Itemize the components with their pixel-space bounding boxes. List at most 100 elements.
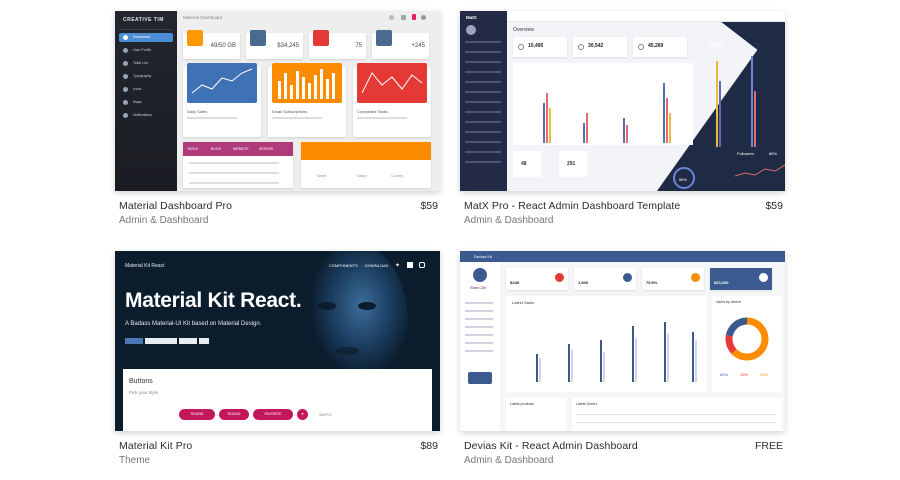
menu-line xyxy=(465,111,501,113)
circle-icon xyxy=(518,44,524,50)
people-icon xyxy=(623,273,632,282)
product-card-material-dashboard-pro[interactable]: CREATIVE TIM Dashboard User Profile Tabl… xyxy=(115,11,440,240)
github-badge xyxy=(179,338,197,344)
product-title[interactable]: Material Kit Pro xyxy=(119,440,193,452)
twitter-icon xyxy=(376,30,392,46)
preview-stat-card: 75.5% xyxy=(642,268,704,290)
product-price: FREE xyxy=(754,440,783,452)
store-icon xyxy=(250,30,266,46)
preview-bars-dark xyxy=(711,51,771,147)
search-icon xyxy=(389,15,394,20)
preview-image[interactable]: CREATIVE TIM Dashboard User Profile Tabl… xyxy=(115,11,440,191)
preview-stat-card: 20,965 xyxy=(708,43,724,49)
preview-brand: CREATIVE TIM xyxy=(123,17,164,23)
product-title[interactable]: Material Dashboard Pro xyxy=(119,200,233,212)
preview-topbar xyxy=(507,11,785,22)
product-title[interactable]: Devias Kit - React Admin Dashboard xyxy=(464,440,638,452)
divider xyxy=(119,29,173,30)
divider xyxy=(576,414,776,415)
preview-favorite-button: FAVORITE xyxy=(253,409,293,420)
circle-icon xyxy=(638,44,644,50)
preview-chart-card: Latest Sales xyxy=(506,296,706,392)
preview-stat-card: 1,600 xyxy=(574,268,636,290)
bubble-icon xyxy=(123,87,128,92)
menu-line xyxy=(465,302,493,304)
preview-followers-panel: Followers 86% xyxy=(735,151,785,187)
product-card-matx-pro[interactable]: MatX Overview 10,495 30,542 4 xyxy=(460,11,785,240)
table-header xyxy=(301,142,431,160)
menu-line xyxy=(465,91,501,93)
text-line xyxy=(357,117,407,119)
menu-line xyxy=(465,310,493,312)
preview-hero-subtitle: A Badass Material-UI Kit based on Materi… xyxy=(125,321,262,327)
product-price: $89 xyxy=(420,440,438,452)
preview-nav-item: Maps xyxy=(119,98,173,107)
panel-subtitle: Pick your style xyxy=(129,390,159,395)
avatar xyxy=(473,268,487,282)
person-icon xyxy=(421,15,426,20)
preview-main: Overview 10,495 30,542 45,269 20,965 xyxy=(507,11,785,191)
github-badge xyxy=(145,338,177,344)
preview-topbar: Devias Kit xyxy=(460,251,785,262)
github-badge xyxy=(199,338,209,344)
menu-line xyxy=(465,81,501,83)
line-chart xyxy=(187,63,257,103)
preview-heading: Overview xyxy=(513,27,534,33)
preview-products-card: Latest products xyxy=(506,398,566,431)
preview-round-button: ROUND xyxy=(219,409,249,420)
menu-line xyxy=(465,61,501,63)
donut-chart xyxy=(725,317,769,361)
menu-line xyxy=(465,342,493,344)
product-title[interactable]: MatX Pro - React Admin Dashboard Templat… xyxy=(464,200,681,212)
preview-buttons-panel: Buttons Pick your style ROUND ROUND FAVO… xyxy=(123,369,432,431)
preview-stat-card: 30,542 xyxy=(573,37,627,57)
preview-nav-link: COMPONENTS xyxy=(329,263,358,268)
preview-sidebar: CREATIVE TIM Dashboard User Profile Tabl… xyxy=(115,11,177,191)
preview-brand: Material Kit React xyxy=(125,263,165,269)
product-price: $59 xyxy=(765,200,783,212)
menu-line xyxy=(465,71,501,73)
facebook-icon xyxy=(407,262,413,268)
heart-icon: ♥ xyxy=(297,409,308,420)
bar-chart xyxy=(536,322,697,382)
text-line xyxy=(189,162,279,164)
preview-image[interactable]: Material Kit React COMPONENTS DOWNLOAD ✦… xyxy=(115,251,440,431)
money-icon xyxy=(555,273,564,282)
progress-icon xyxy=(691,273,700,282)
preview-table-card: Name Salary Country xyxy=(301,142,431,188)
product-card-devias-kit[interactable]: Devias Kit Shen Zhi $24K 1,600 75.5% $23… xyxy=(460,251,785,480)
product-category[interactable]: Theme xyxy=(119,455,151,466)
preview-round-button: ROUND xyxy=(179,409,215,420)
preview-stat-card: $24K xyxy=(506,268,568,290)
person-icon xyxy=(123,48,128,53)
product-category[interactable]: Admin & Dashboard xyxy=(464,215,554,226)
preview-nav-item: Typography xyxy=(119,72,173,81)
menu-line xyxy=(465,350,493,352)
github-badge xyxy=(125,338,143,344)
menu-line xyxy=(465,334,493,336)
product-card-material-kit-pro[interactable]: Material Kit React COMPONENTS DOWNLOAD ✦… xyxy=(115,251,440,480)
preview-nav-item: Notifications xyxy=(119,111,173,120)
product-category[interactable]: Admin & Dashboard xyxy=(119,215,209,226)
info-icon xyxy=(313,30,329,46)
preview-nav-link: DOWNLOAD xyxy=(365,263,389,268)
menu-line xyxy=(465,318,493,320)
menu-line xyxy=(465,326,493,328)
tabs-header: TASKS BUGS WEBSITE SERVER xyxy=(183,142,293,156)
bar-chart xyxy=(543,83,671,143)
card-meta: MatX Pro - React Admin Dashboard Templat… xyxy=(460,200,785,240)
preview-sidebar: Shen Zhi xyxy=(460,262,501,431)
bell-icon xyxy=(123,113,128,118)
card-meta: Material Dashboard Pro Admin & Dashboard… xyxy=(115,200,440,240)
preview-image[interactable]: MatX Overview 10,495 30,542 4 xyxy=(460,11,785,191)
preview-sidebar: MatX xyxy=(460,11,507,191)
menu-line xyxy=(465,131,501,133)
product-category[interactable]: Admin & Dashboard xyxy=(464,455,554,466)
preview-image[interactable]: Devias Kit Shen Zhi $24K 1,600 75.5% $23… xyxy=(460,251,785,431)
storage-icon xyxy=(187,30,203,46)
text-line xyxy=(272,117,322,119)
instagram-icon xyxy=(419,262,425,268)
location-icon xyxy=(123,100,128,105)
circle-icon xyxy=(578,44,584,50)
preview-donut-card: Users by device 63% 15% 23% xyxy=(712,296,782,392)
